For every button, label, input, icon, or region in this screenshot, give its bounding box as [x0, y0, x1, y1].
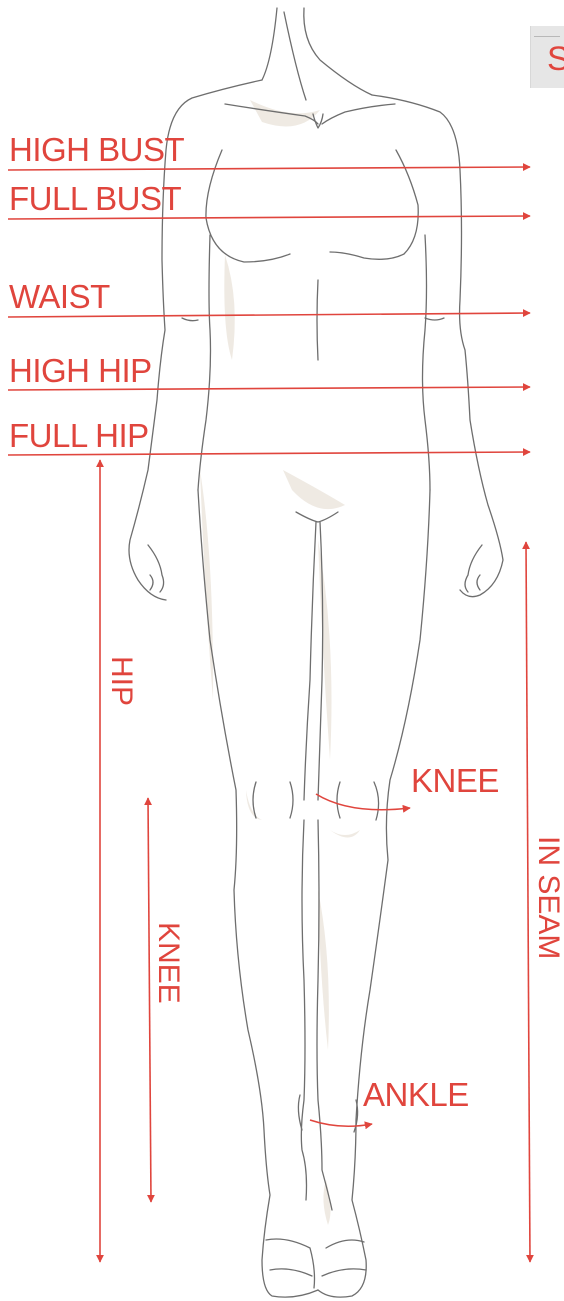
ankle-label: ANKLE: [363, 1078, 469, 1111]
knee-circumference-label: KNEE: [411, 764, 499, 797]
knee-circumference-arrow: [316, 794, 410, 810]
in-seam-arrow: [526, 542, 530, 1262]
ruler-icon: [534, 30, 560, 37]
knee-length-label: KNEE: [153, 922, 183, 1004]
high-hip-label: HIGH HIP: [9, 354, 152, 387]
corner-tab-text: S: [547, 42, 564, 76]
waist-label: WAIST: [9, 280, 110, 313]
in-seam-label: IN SEAM: [533, 836, 563, 959]
full-bust-label: FULL BUST: [9, 182, 181, 215]
knee-length-arrow: [148, 798, 151, 1202]
body-shading: [200, 100, 360, 1225]
high-bust-label: HIGH BUST: [9, 133, 184, 166]
full-hip-label: FULL HIP: [9, 419, 149, 452]
hip-length-label: HIP: [106, 656, 136, 706]
